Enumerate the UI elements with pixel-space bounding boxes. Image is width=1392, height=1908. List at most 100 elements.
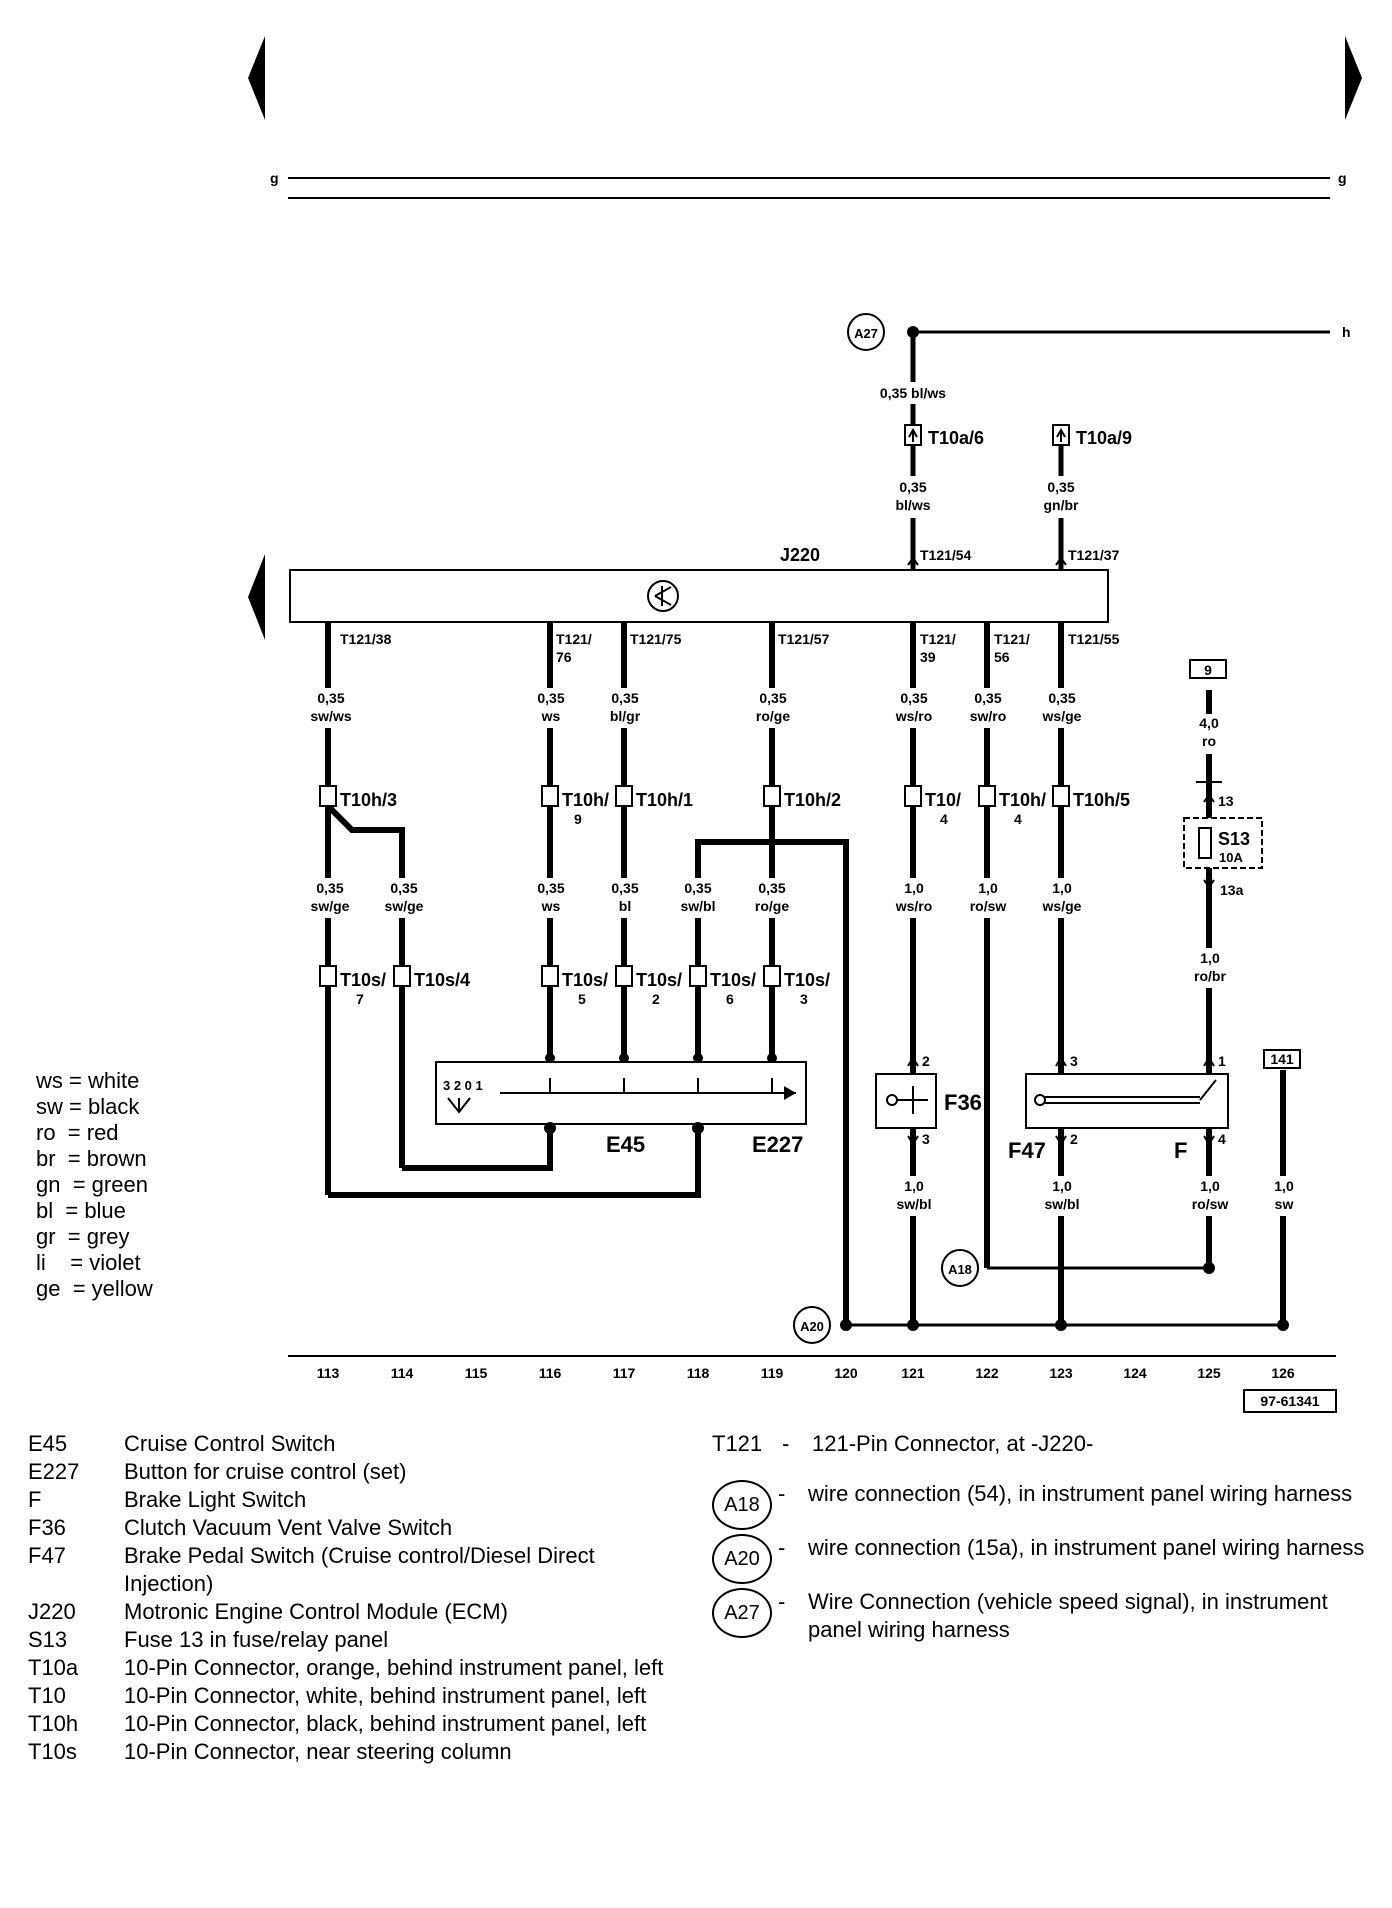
svg-text:0,35: 0,35 [611, 690, 638, 706]
module-bottom-pins: T121/38 T121/ 76 T121/75 T121/57 T121/ 3… [340, 631, 1120, 665]
a27-legend-circle: A27 [712, 1588, 772, 1638]
svg-text:3: 3 [922, 1131, 930, 1147]
svg-text:0,35: 0,35 [759, 690, 786, 706]
svg-text:T10h/: T10h/ [999, 790, 1046, 810]
svg-text:2: 2 [922, 1053, 930, 1069]
color-key: ws = white sw = black ro = red br = brow… [36, 1068, 153, 1302]
bottom-wire-labels: 1,0 sw/bl 1,0 sw/bl 1,0 ro/sw 1,0 sw [884, 1176, 1312, 1216]
fuse-s13-rating: 10A [1219, 850, 1243, 865]
svg-text:T10s/: T10s/ [340, 970, 386, 990]
svg-text:T10s/: T10s/ [710, 970, 756, 990]
wiring-diagram: g g h A27 0,35 bl/ws T10a/6 T10a/9 0,35 … [248, 36, 1362, 1413]
svg-text:7: 7 [356, 991, 364, 1007]
pin-t121-75: T121/75 [630, 631, 682, 647]
a18-dot [1203, 1262, 1215, 1274]
svg-text:126: 126 [1271, 1365, 1295, 1381]
svg-text:0,35: 0,35 [537, 690, 564, 706]
svg-text:116: 116 [539, 1365, 562, 1381]
svg-text:T10s/: T10s/ [636, 970, 682, 990]
previous-page-arrow-icon[interactable] [248, 36, 265, 120]
svg-text:1,0: 1,0 [1274, 1178, 1294, 1194]
svg-text:T10/: T10/ [925, 790, 961, 810]
svg-text:sw/ge: sw/ge [311, 898, 350, 914]
svg-text:sw: sw [1275, 1196, 1294, 1212]
fuse-pin-13: 13 [1218, 793, 1234, 809]
color-key-row: sw = black [36, 1094, 140, 1119]
svg-text:0,35: 0,35 [974, 690, 1001, 706]
next-page-arrow-icon[interactable] [1345, 36, 1362, 120]
svg-text:123: 123 [1049, 1365, 1073, 1381]
svg-text:sw/ws: sw/ws [310, 708, 351, 724]
module-continues-left-arrow-icon[interactable] [248, 554, 265, 640]
svg-text:0,35: 0,35 [537, 880, 564, 896]
svg-text:114: 114 [391, 1365, 414, 1381]
pin-t121-76-num: 76 [556, 649, 572, 665]
svg-text:0,35: 0,35 [611, 880, 638, 896]
component-f-label: F [1174, 1138, 1187, 1163]
component-e227-label: E227 [752, 1132, 803, 1157]
color-key-row: gn = green [36, 1172, 148, 1197]
svg-text:1,0: 1,0 [904, 880, 924, 896]
svg-text:0,35: 0,35 [317, 690, 344, 706]
svg-text:115: 115 [465, 1365, 488, 1381]
svg-text:119: 119 [761, 1365, 784, 1381]
fuse-s13-label: S13 [1218, 829, 1250, 849]
svg-text:1,0: 1,0 [1052, 1178, 1072, 1194]
pin-t121-55: T121/55 [1068, 631, 1120, 647]
a20-label: A20 [800, 1319, 824, 1334]
svg-text:1,0: 1,0 [1052, 880, 1072, 896]
svg-text:4: 4 [940, 811, 948, 827]
a18-label: A18 [948, 1262, 972, 1277]
color-key-row: ge = yellow [36, 1276, 153, 1301]
ecm-symbol-icon [647, 580, 679, 612]
legend-item: A18-wire connection (54), in instrument … [712, 1480, 1372, 1530]
svg-text:9: 9 [574, 811, 582, 827]
svg-text:sw/bl: sw/bl [896, 1196, 931, 1212]
fuse-supply-color: ro [1202, 733, 1216, 749]
svg-text:1,0: 1,0 [1200, 950, 1220, 966]
svg-text:117: 117 [613, 1365, 636, 1381]
pin-t121-56: T121/ [994, 631, 1030, 647]
color-key-row: li = violet [36, 1250, 141, 1275]
rail-h-label: h [1342, 324, 1351, 340]
color-key-row: ws = white [36, 1068, 140, 1093]
svg-text:4: 4 [1218, 1131, 1226, 1147]
svg-text:T10h/3: T10h/3 [340, 790, 397, 810]
wire-label-123-gauge: 0,35 [1047, 479, 1074, 495]
svg-text:ws: ws [541, 898, 561, 914]
a18-circle [941, 1249, 979, 1287]
svg-text:0,35: 0,35 [758, 880, 785, 896]
svg-text:sw/ge: sw/ge [385, 898, 424, 914]
connector-t10a-9: T10a/9 [1052, 424, 1132, 448]
svg-text:ro/ge: ro/ge [755, 898, 789, 914]
svg-text:bl/gr: bl/gr [610, 708, 641, 724]
svg-text:6: 6 [726, 991, 734, 1007]
svg-text:121: 121 [901, 1365, 925, 1381]
module-j220-label: J220 [780, 545, 820, 565]
svg-text:T10s/: T10s/ [562, 970, 608, 990]
pin-t121-39-num: 39 [920, 649, 936, 665]
svg-text:118: 118 [687, 1365, 710, 1381]
svg-text:4: 4 [1014, 811, 1022, 827]
pin-t121-54: T121/54 [920, 547, 972, 563]
svg-text:2: 2 [1070, 1131, 1078, 1147]
module-j220-box [289, 569, 1109, 623]
svg-text:125: 125 [1197, 1365, 1221, 1381]
pin-t121-76: T121/ [556, 631, 592, 647]
column-numbers: 113 114 115 116 117 118 119 120 121 122 … [317, 1365, 1295, 1381]
a27-label: A27 [854, 326, 878, 341]
svg-text:ws/ge: ws/ge [1042, 898, 1082, 914]
svg-text:T10h/2: T10h/2 [784, 790, 841, 810]
color-key-row: bl = blue [36, 1198, 126, 1223]
svg-text:T10s/4: T10s/4 [414, 970, 470, 990]
legend-item: A20-wire connection (15a), in instrument… [712, 1534, 1372, 1584]
a20-legend-circle: A20 [712, 1534, 772, 1584]
